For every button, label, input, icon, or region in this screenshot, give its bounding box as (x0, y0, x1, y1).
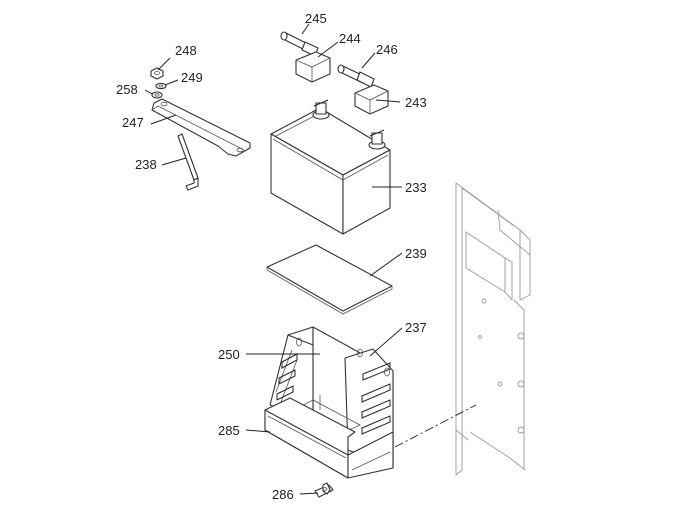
screw-286 (314, 482, 334, 498)
terminal-cover-243 (354, 84, 389, 115)
callout-labels: 245 244 248 246 249 258 243 247 238 233 … (116, 11, 427, 502)
callout-244: 244 (339, 31, 361, 46)
callout-249: 249 (181, 70, 203, 85)
washer-258 (151, 91, 163, 99)
washer-249 (155, 82, 167, 90)
callout-243: 243 (405, 95, 427, 110)
callout-258: 258 (116, 82, 138, 97)
callout-250: 250 (218, 347, 240, 362)
callout-238: 238 (135, 157, 157, 172)
terminal-bolt-246 (337, 64, 375, 88)
callout-285: 285 (218, 423, 240, 438)
battery-tray (264, 326, 394, 479)
callout-237: 237 (405, 320, 427, 335)
callout-233: 233 (405, 180, 427, 195)
terminal-cover-244 (295, 51, 331, 83)
leader-lines (144, 23, 403, 495)
battery (270, 99, 391, 235)
j-bolt-rod (177, 133, 199, 191)
frame-panel (455, 182, 531, 476)
callout-247: 247 (122, 115, 144, 130)
callout-286: 286 (272, 487, 294, 502)
callout-246: 246 (376, 42, 398, 57)
hold-down-bracket (151, 98, 251, 157)
nut-248 (150, 67, 164, 80)
callout-239: 239 (405, 246, 427, 261)
callout-248: 248 (175, 43, 197, 58)
alignment-centerline (394, 404, 477, 448)
terminal-bolt-245 (280, 31, 319, 57)
callout-245: 245 (305, 11, 327, 26)
battery-pad (266, 244, 393, 315)
